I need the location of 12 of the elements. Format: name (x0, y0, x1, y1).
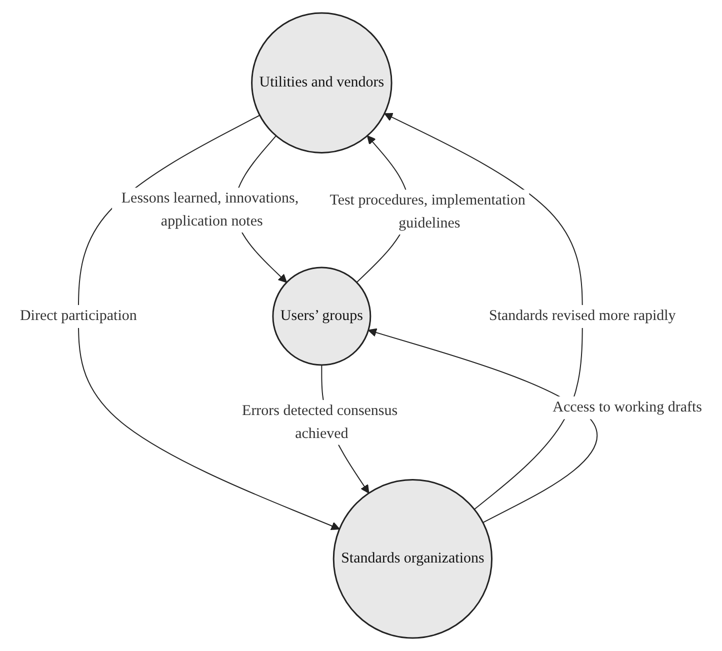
node-circle: Standards organizations (332, 479, 493, 639)
edge-label: Errors detected consensus achieved (242, 402, 398, 442)
edge-label: Direct participation (20, 308, 137, 324)
node-circle: Utilities and vendors (251, 12, 392, 154)
arrow (384, 113, 583, 510)
edge-label: Lessons learned, innovations, application notes (121, 190, 299, 230)
edge-label: Access to working drafts (552, 399, 702, 416)
edge-label: Test procedures, implementation guidelines (330, 192, 526, 232)
edge-label: Standards revised more rapidly (489, 308, 676, 324)
node-circle: Users’ groups (272, 266, 372, 366)
arrow (78, 114, 340, 530)
arrow (368, 328, 598, 524)
